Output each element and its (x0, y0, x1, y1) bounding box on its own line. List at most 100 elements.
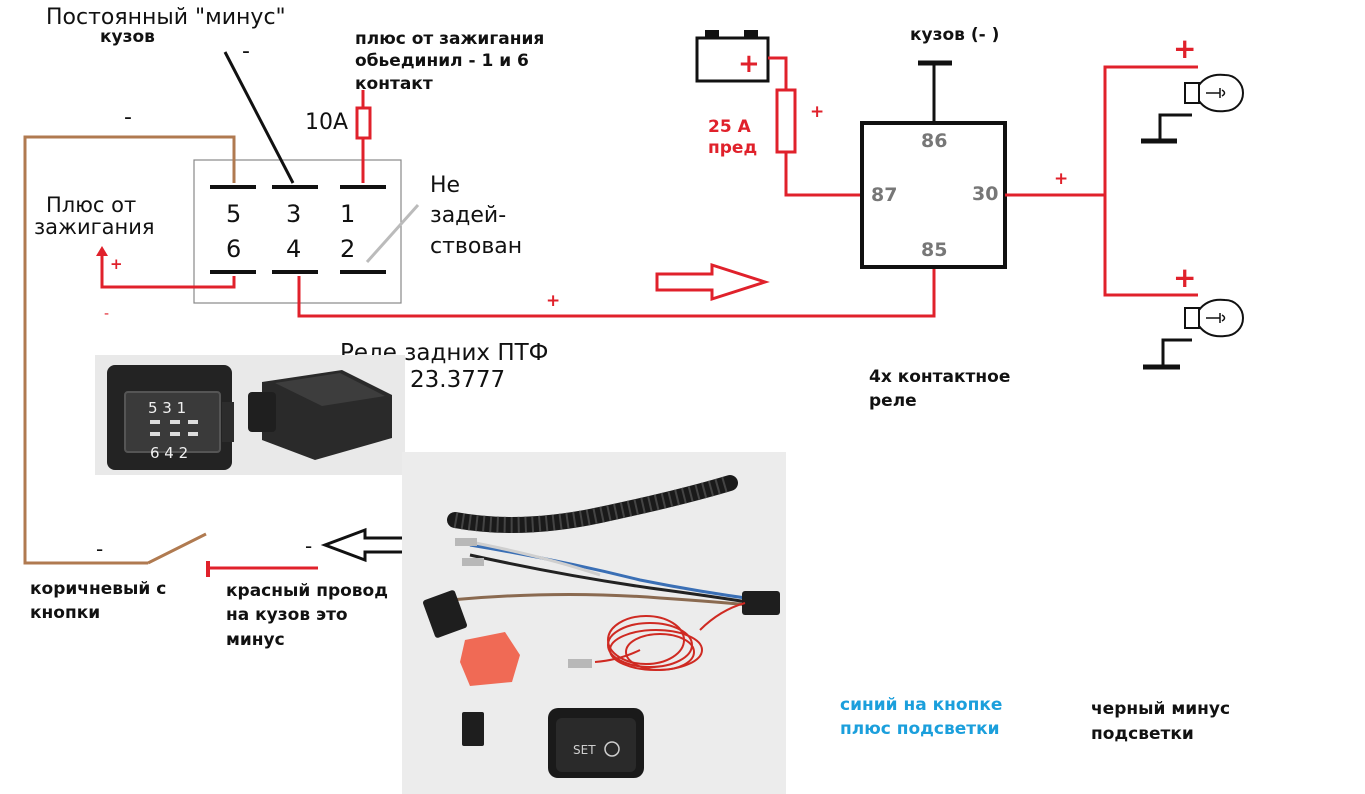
lamp-icon-bottom (1184, 298, 1244, 338)
lamp-plus-bottom: + (1173, 261, 1196, 294)
lamp-bulb (1198, 73, 1244, 113)
switch-minus: - (96, 537, 103, 561)
relay-type-line2: реле (869, 391, 917, 411)
red-note-line3: минус (226, 630, 285, 650)
set-button-label: SET (573, 743, 596, 757)
lamp-ground-bottom (1161, 338, 1192, 366)
red-note-line2: на кузов это (226, 605, 348, 625)
lamp-base (1184, 82, 1200, 104)
orange-connector (460, 632, 520, 686)
lamp-filament (1206, 313, 1226, 323)
pin-label-6: 6 (226, 235, 241, 263)
black-note-line1: черный минус (1091, 699, 1230, 719)
kit-wire-brown (449, 592, 761, 608)
ignition-note-line3: контакт (355, 74, 433, 94)
lamp-base (1184, 307, 1200, 329)
photo-pin-slot (188, 432, 198, 436)
battery-to-fuse-wire (768, 56, 788, 90)
lamp-feed-wire (1103, 65, 1198, 297)
ignition-note-line1: плюс от зажигания (355, 29, 544, 49)
terminal-pin (568, 659, 592, 668)
photo-pin-slot (188, 420, 198, 424)
fuse-25a-label-line1: 25 A (708, 117, 752, 137)
fuse-25a-label-line2: пред (708, 138, 757, 158)
set-button-face (556, 718, 636, 772)
photo-pin-slots (150, 420, 198, 436)
relay-pin-30: 30 (972, 183, 998, 205)
battery-terminal-left (705, 30, 719, 38)
battery-terminal-right (744, 30, 758, 38)
kit-connector-small (462, 712, 484, 746)
direction-arrow-right (655, 262, 770, 302)
photo-pins-top: 5 3 1 (148, 399, 186, 417)
ignition-note-line2: обьединил - 1 и 6 (355, 51, 529, 71)
pin4-to-85-wire (297, 267, 936, 318)
plus-from-ignition-line2: зажигания (34, 215, 155, 239)
wiring-kit-photo: SET (402, 452, 786, 794)
red-note-line1: красный провод (226, 581, 388, 601)
relay-body-top (275, 373, 385, 406)
relay-4pin-box (860, 121, 1007, 269)
ignition-plus-mark: + (110, 255, 123, 273)
blue-note-line2: плюс подсветки (840, 719, 1000, 739)
terminal-pin (455, 538, 477, 546)
switch-lever (147, 532, 207, 565)
pin-label-3: 3 (286, 200, 301, 228)
relay-plug (248, 392, 276, 432)
not-used-line1: Не (430, 173, 460, 198)
battery: + (695, 30, 770, 83)
relay-pin-87: 87 (871, 184, 897, 206)
pin-label-2: 2 (340, 235, 355, 263)
top-minus: - (242, 39, 250, 64)
ignition-plus-wire (100, 252, 236, 289)
photo-pins-bottom: 6 4 2 (150, 444, 188, 462)
lamp-filament (1206, 88, 1226, 98)
lamp-bulb (1198, 298, 1244, 338)
photo-pin-slot (170, 420, 180, 424)
wire-plus-mark: + (546, 291, 560, 311)
brown-minus: - (124, 105, 132, 130)
relay-photo: 5 3 1 6 4 2 (95, 355, 405, 475)
body-ground-label: кузов (- ) (910, 25, 999, 45)
ptf-relay-schematic: 5 3 1 6 4 2 (193, 159, 420, 304)
top-title: Постоянный "минус" (46, 5, 286, 30)
small-dash: - (104, 306, 109, 322)
pin-bars (210, 185, 386, 274)
battery-body (695, 36, 770, 83)
plus-from-ignition-line1: Плюс от (46, 193, 136, 217)
corrugated-tube (447, 475, 738, 533)
pin-label-4: 4 (286, 235, 301, 263)
fuse-25a (775, 88, 797, 154)
kit-connector-left (423, 590, 467, 638)
blue-note-line1: синий на кнопке (840, 695, 1002, 715)
pin-label-5: 5 (226, 200, 241, 228)
output-plus: + (1054, 169, 1068, 189)
coil-lead (594, 649, 641, 663)
not-used-pointer (365, 203, 420, 264)
not-used-line2: задей- (430, 203, 506, 228)
kit-wire-black (469, 553, 761, 606)
ignition-plus-arrow (96, 246, 108, 256)
fuse-10a-label: 10A (305, 110, 348, 135)
fuse-25a-plus: + (810, 102, 824, 122)
photo-pin-slot (170, 432, 180, 436)
brown-wire (23, 135, 236, 565)
top-title-line2: кузов (100, 27, 155, 47)
red-wire-coil (594, 602, 746, 671)
relay-type-line1: 4х контактное (869, 367, 1010, 387)
lamp-plus-top: + (1173, 32, 1196, 65)
not-used-line3: ствован (430, 234, 522, 259)
ground-wire-pin3 (223, 51, 295, 184)
relay-connector-tab (222, 402, 234, 442)
tire-pressure-icon (604, 741, 620, 757)
red-wire-minus: - (305, 534, 312, 558)
direction-arrow-left (320, 527, 408, 563)
coil-lead (699, 602, 746, 631)
photo-pin-slot (150, 420, 160, 424)
brown-note-line1: коричневый с (30, 579, 166, 599)
set-button-photo: SET (548, 708, 644, 778)
kit-wire-white (459, 538, 601, 577)
relay-pin-85: 85 (921, 239, 947, 261)
lamp-ground-top (1158, 113, 1192, 140)
